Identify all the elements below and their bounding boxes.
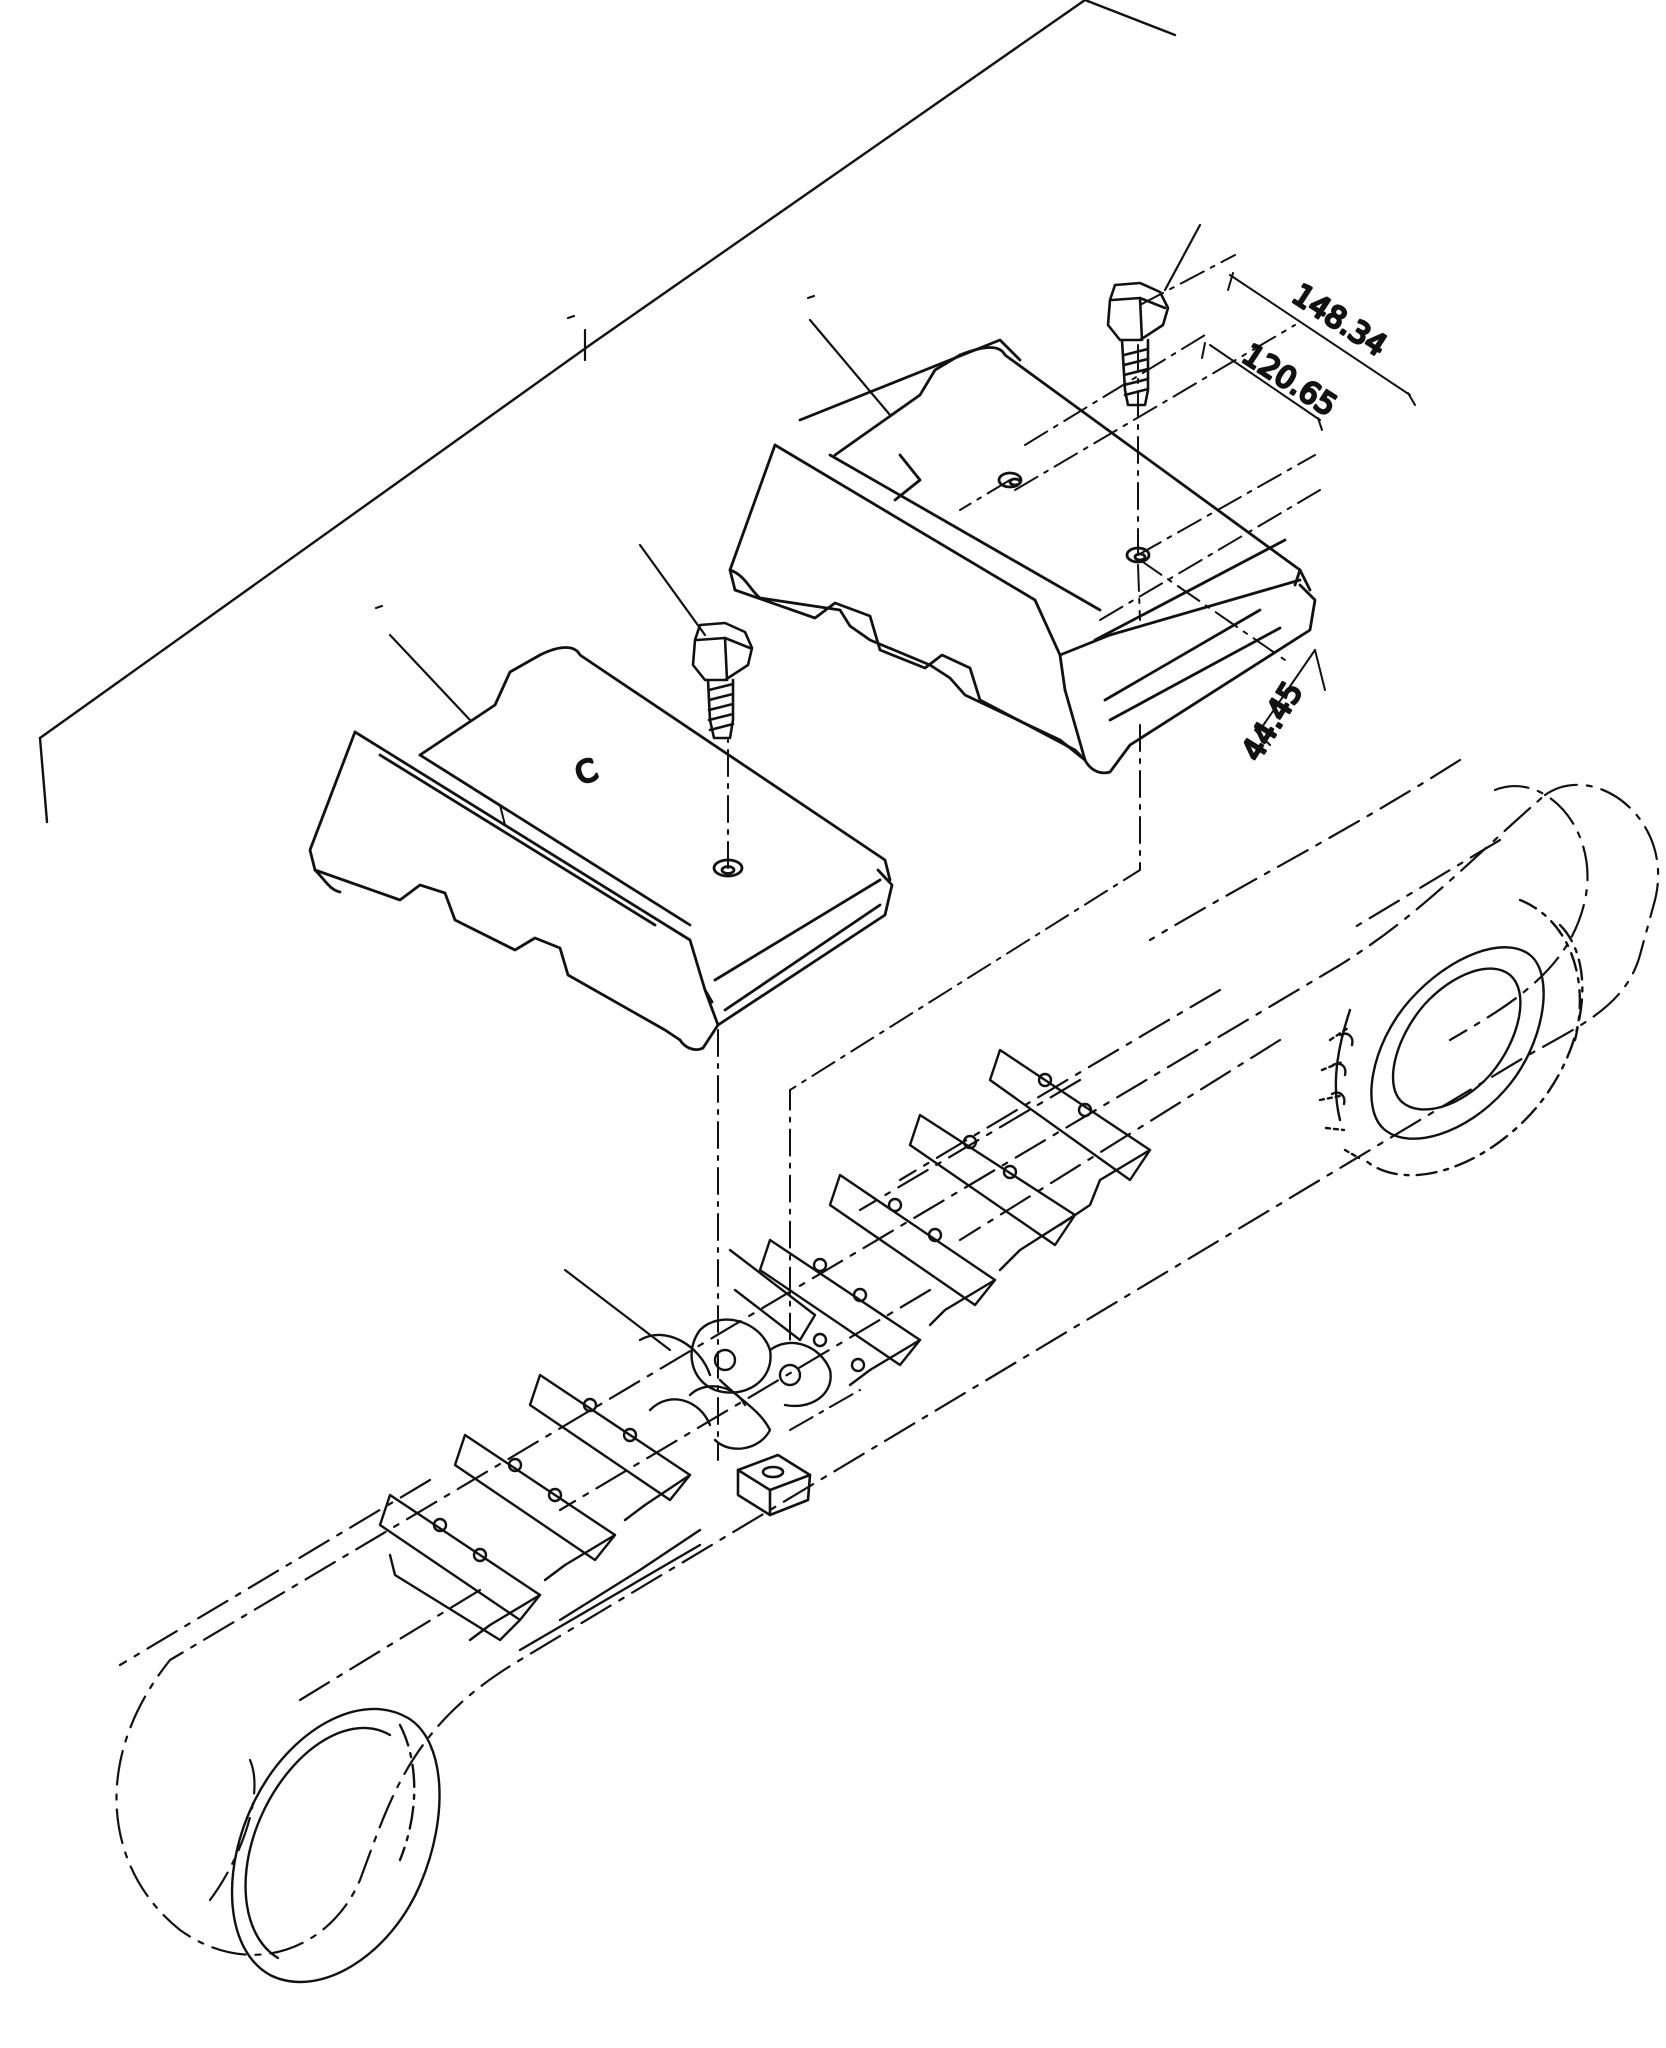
machine-frame-outline xyxy=(38,0,1177,824)
center-lines xyxy=(717,254,1321,1461)
dimension-148-34: 148.34 xyxy=(1286,277,1393,364)
leader-lines xyxy=(374,223,1202,1352)
track-chain xyxy=(378,1048,1152,1652)
bolt-front xyxy=(691,621,754,740)
drive-sprocket xyxy=(1318,898,1584,1177)
nut xyxy=(736,1453,812,1517)
dimension-44-45: 44.45 xyxy=(1235,676,1310,767)
shoe-center-mark: C xyxy=(571,752,603,792)
dimension-120-65: 120.65 xyxy=(1236,337,1343,424)
dimension-lines xyxy=(1201,272,1416,746)
front-idler xyxy=(230,1707,441,1984)
track-outline xyxy=(115,758,1660,1956)
track-shoe-front xyxy=(308,646,894,1051)
track-shoe-rear xyxy=(728,338,1317,775)
